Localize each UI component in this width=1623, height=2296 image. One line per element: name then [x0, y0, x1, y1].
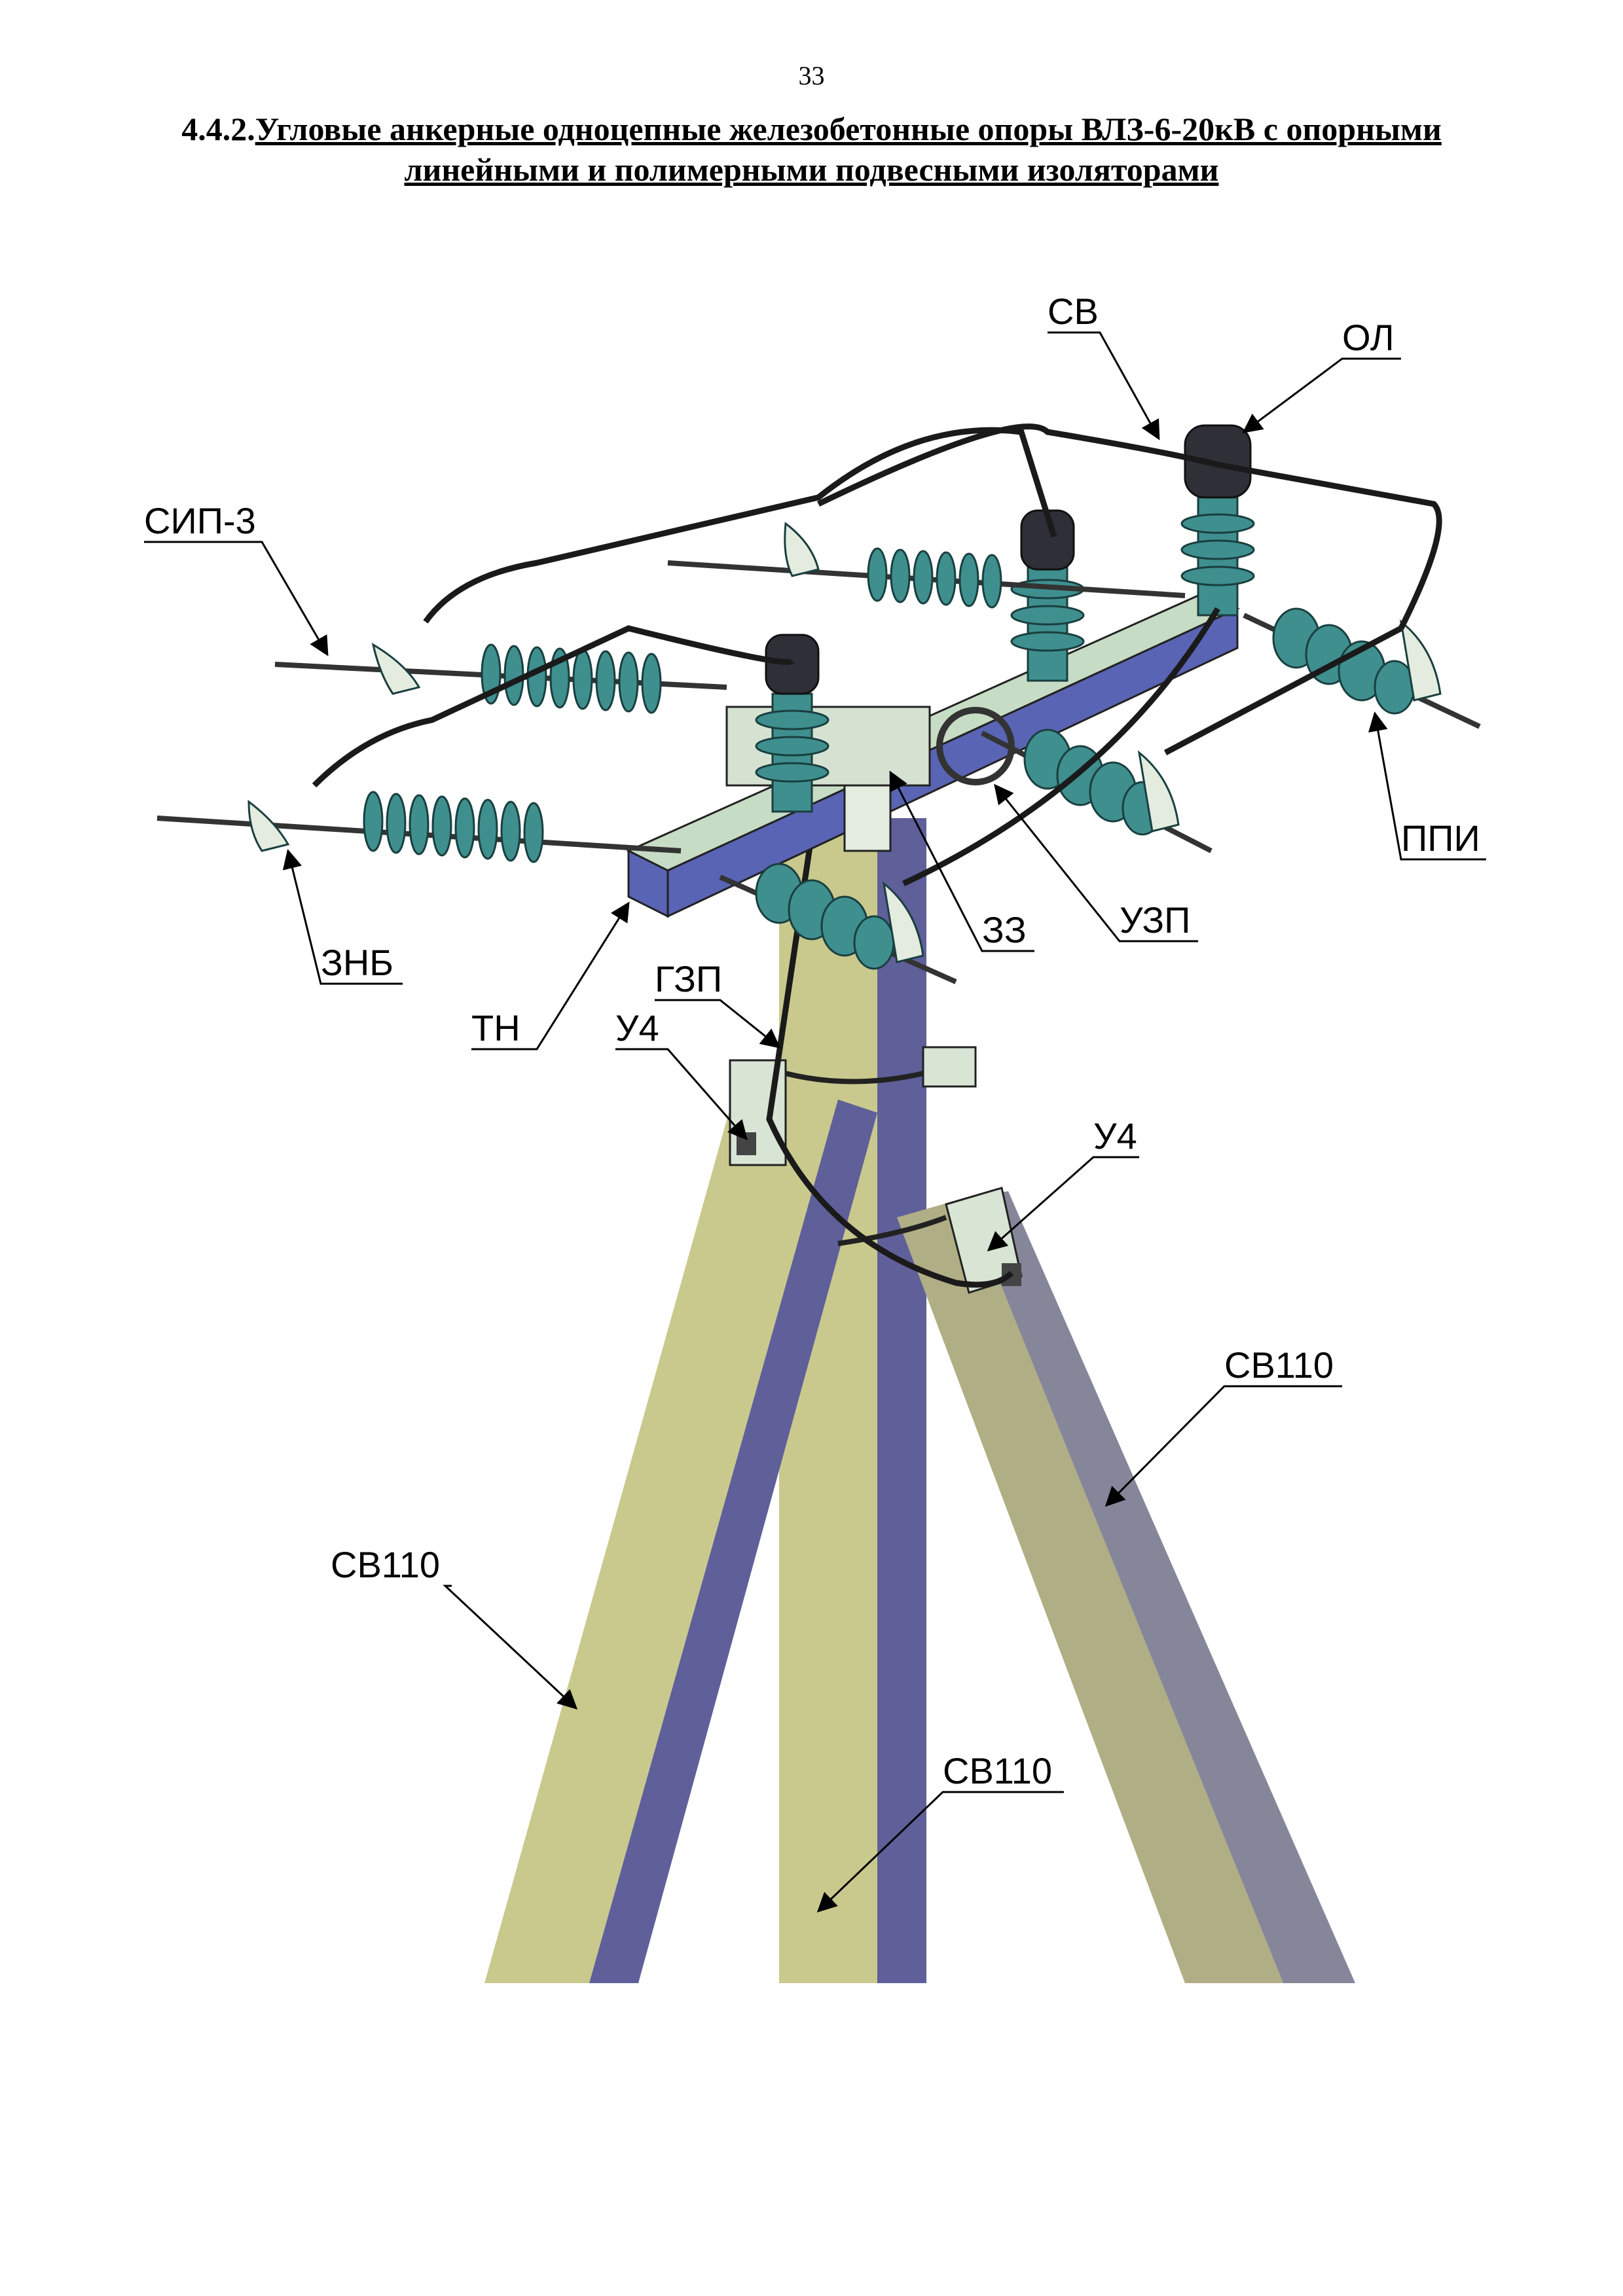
central-pole [779, 818, 926, 1983]
label-sip3: СИП-3 [144, 500, 329, 656]
label-sv110-right-text: СВ110 [1224, 1344, 1334, 1386]
title-section-number: 4.4.2. [181, 111, 255, 147]
label-u4-right: У4 [987, 1115, 1139, 1251]
pin-insulator-center [755, 634, 830, 813]
pin-insulator-right [1180, 424, 1255, 617]
label-ppi-text: ППИ [1401, 817, 1480, 859]
suspension-string-upper-left [274, 642, 727, 714]
label-ol: ОЛ [1242, 317, 1401, 433]
label-u4-left-text: У4 [615, 1007, 659, 1049]
label-uzp: УЗП [994, 783, 1198, 942]
label-ol-text: ОЛ [1342, 317, 1395, 358]
suspension-string-lower-left [156, 791, 682, 863]
label-gzp-text: ГЗП [655, 958, 722, 999]
label-uzp-text: УЗП [1120, 899, 1190, 941]
clamp-u4-right [837, 1187, 1023, 1294]
label-sv: СВ [1048, 291, 1160, 440]
label-sv110-right: СВ110 [1104, 1344, 1342, 1507]
label-sv-text: СВ [1048, 291, 1099, 332]
label-zz-text: ЗЗ [982, 909, 1027, 950]
title-line-1: Угловые анкерные одноцепные железобетонн… [255, 111, 1442, 147]
label-sv110-left-text: СВ110 [331, 1544, 440, 1585]
page-title: 4.4.2.Угловые анкерные одноцепные железо… [0, 109, 1623, 190]
title-line-2: линейными и полимерными подвесными изоля… [404, 151, 1219, 188]
suspension-string-ppi-front [719, 863, 957, 984]
label-sip3-text: СИП-3 [144, 500, 256, 541]
label-tn-text: ТН [471, 1007, 520, 1049]
ground-conductor [766, 811, 1014, 1288]
label-u4-left: У4 [615, 1007, 748, 1141]
suspension-string-ppi-right [1243, 607, 1481, 729]
page-number: 33 [798, 61, 825, 90]
label-ppi: ППИ [1368, 711, 1486, 861]
suspension-string-ppi-mid [981, 728, 1213, 853]
label-sv110-center-text: СВ110 [943, 1750, 1052, 1791]
label-sv110-left: СВ110 [331, 1544, 578, 1710]
label-sv110-center: СВ110 [816, 1750, 1064, 1913]
conductor-wires [312, 423, 1442, 887]
right-strut-pole [897, 1191, 1355, 1983]
label-znb-text: ЗНБ [321, 942, 393, 983]
label-u4-right-text: У4 [1093, 1115, 1137, 1157]
label-znb: ЗНБ [282, 849, 403, 985]
label-tn: ТН [471, 901, 630, 1050]
left-strut-pole [484, 1073, 877, 1983]
label-zz: ЗЗ [889, 770, 1034, 952]
suspension-string-top [667, 522, 1186, 609]
label-gzp: ГЗП [655, 958, 781, 1049]
